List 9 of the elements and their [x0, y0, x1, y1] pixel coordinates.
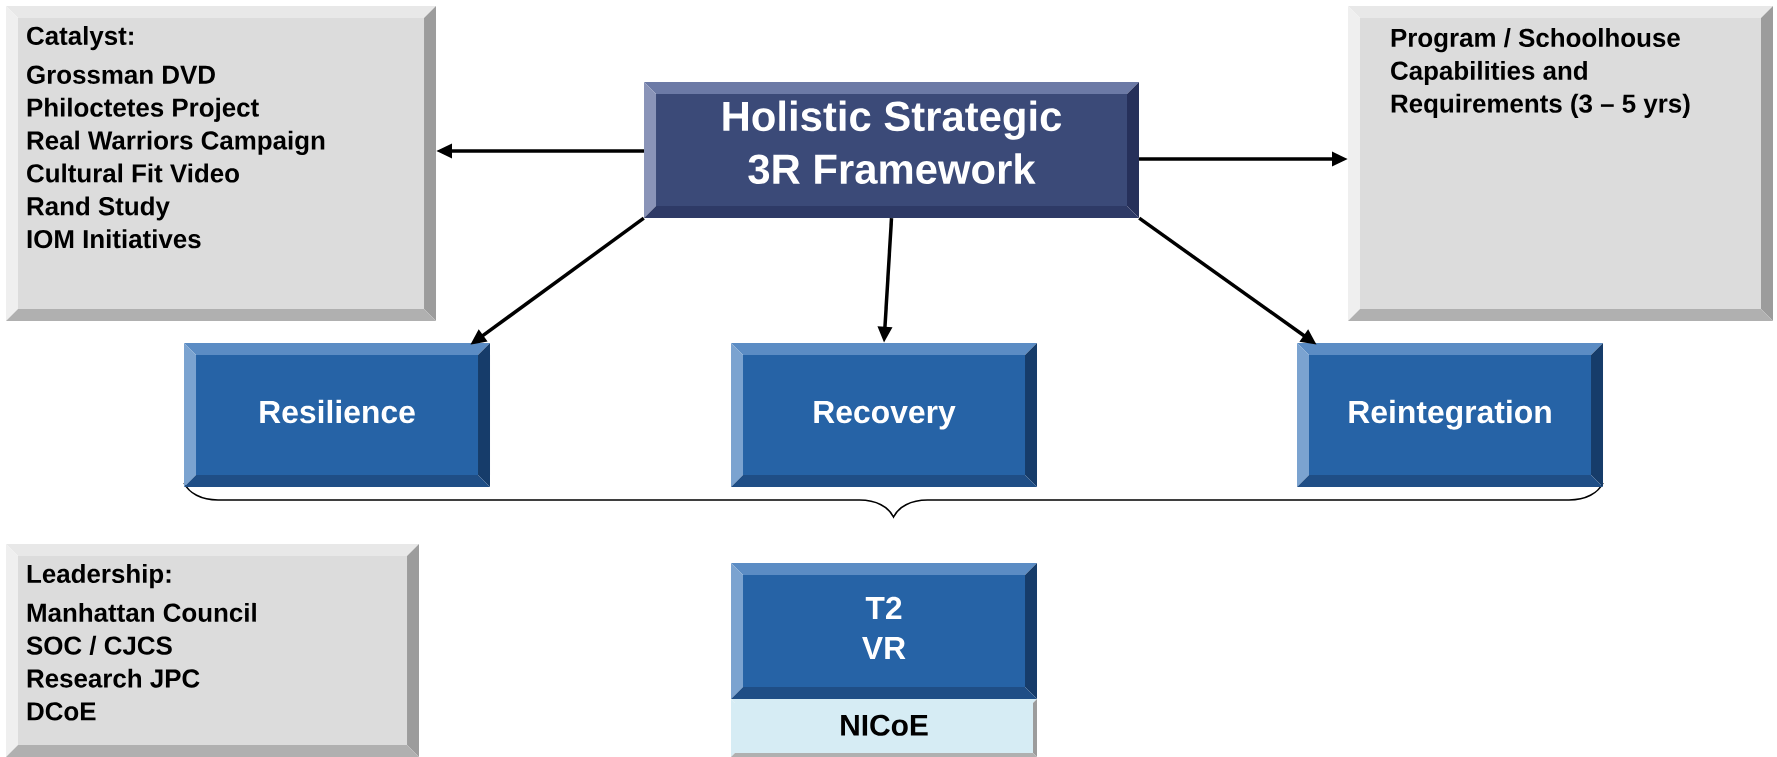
framework-box: Holistic Strategic 3R Framework	[644, 82, 1139, 218]
text-panel: Program / Schoolhouse Capabilities and Requirements (3 – 5 yrs)	[1348, 6, 1773, 321]
process-box: T2 VR	[731, 563, 1037, 699]
process-box: Resilience	[184, 343, 490, 487]
label-box: NICoE	[731, 699, 1037, 757]
process-box: Recovery	[731, 343, 1037, 487]
process-box: Reintegration	[1297, 343, 1603, 487]
text-panel: Leadership: Manhattan Council SOC / CJCS Research JPC DCoE	[6, 544, 419, 757]
text-panel: Catalyst: Grossman DVD Philoctetes Project Real Warriors Campaign Cultural Fit Video Rand Study IOM Initiatives	[6, 6, 436, 321]
